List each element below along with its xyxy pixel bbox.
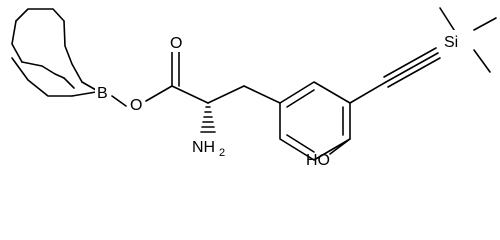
- triple-bond: [383, 47, 441, 88]
- cage-lower-ring: [11, 57, 73, 97]
- ring-double-3: [286, 134, 315, 153]
- carbonyl-oxygen-mask: [168, 32, 184, 52]
- cage-central-bridge: [63, 20, 83, 83]
- cage-top-bridge: [15, 8, 65, 22]
- si-methyl-bottom: [473, 49, 491, 73]
- cage-to-boron: [71, 91, 97, 97]
- silicon-label: Si: [444, 34, 458, 51]
- boron-mask: [95, 81, 111, 101]
- cage-middle: [21, 61, 65, 79]
- alpha-methylene-bond: [207, 85, 245, 104]
- carbonyl-alpha-bond: [171, 85, 209, 104]
- si-methyl-right: [473, 17, 497, 31]
- ester-oxygen-label: O: [130, 97, 142, 114]
- ring-hydroxyl-bond: [329, 138, 351, 155]
- amine-subscript: 2: [219, 147, 225, 159]
- amine-label: NH: [192, 139, 215, 156]
- oxygen-carbonyl-bond: [145, 85, 173, 102]
- ester-oxygen-mask: [128, 94, 144, 114]
- cage-inner: [63, 77, 75, 89]
- carbonyl-oxygen-label: O: [170, 35, 182, 52]
- structure-diagram: B O O NH 2 HO Si: [11, 7, 497, 169]
- boron-label: B: [97, 85, 108, 102]
- molecule-drawing: B O O NH 2 HO Si: [11, 7, 497, 169]
- hydroxyl-label: HO: [306, 152, 330, 169]
- cage-to-boron-2: [81, 81, 97, 91]
- hashed-wedge-bond: [200, 106, 216, 133]
- ring-double-1: [286, 89, 315, 108]
- triple-bond-upper: [383, 47, 437, 78]
- ring-alkyne-bond: [349, 81, 387, 104]
- bicyclic-borane-cage: [11, 8, 97, 97]
- benzene-ring: [279, 81, 351, 161]
- cage-left-upper: [11, 20, 23, 63]
- boron-oxygen-bond: [111, 95, 127, 107]
- silicon-mask: [442, 30, 472, 50]
- methylene-ring-bond: [243, 85, 281, 104]
- triple-bond-lower: [387, 57, 441, 88]
- ring-outline: [279, 81, 351, 161]
- triple-bond-center: [385, 52, 439, 83]
- si-methyl-top-left: [439, 7, 457, 34]
